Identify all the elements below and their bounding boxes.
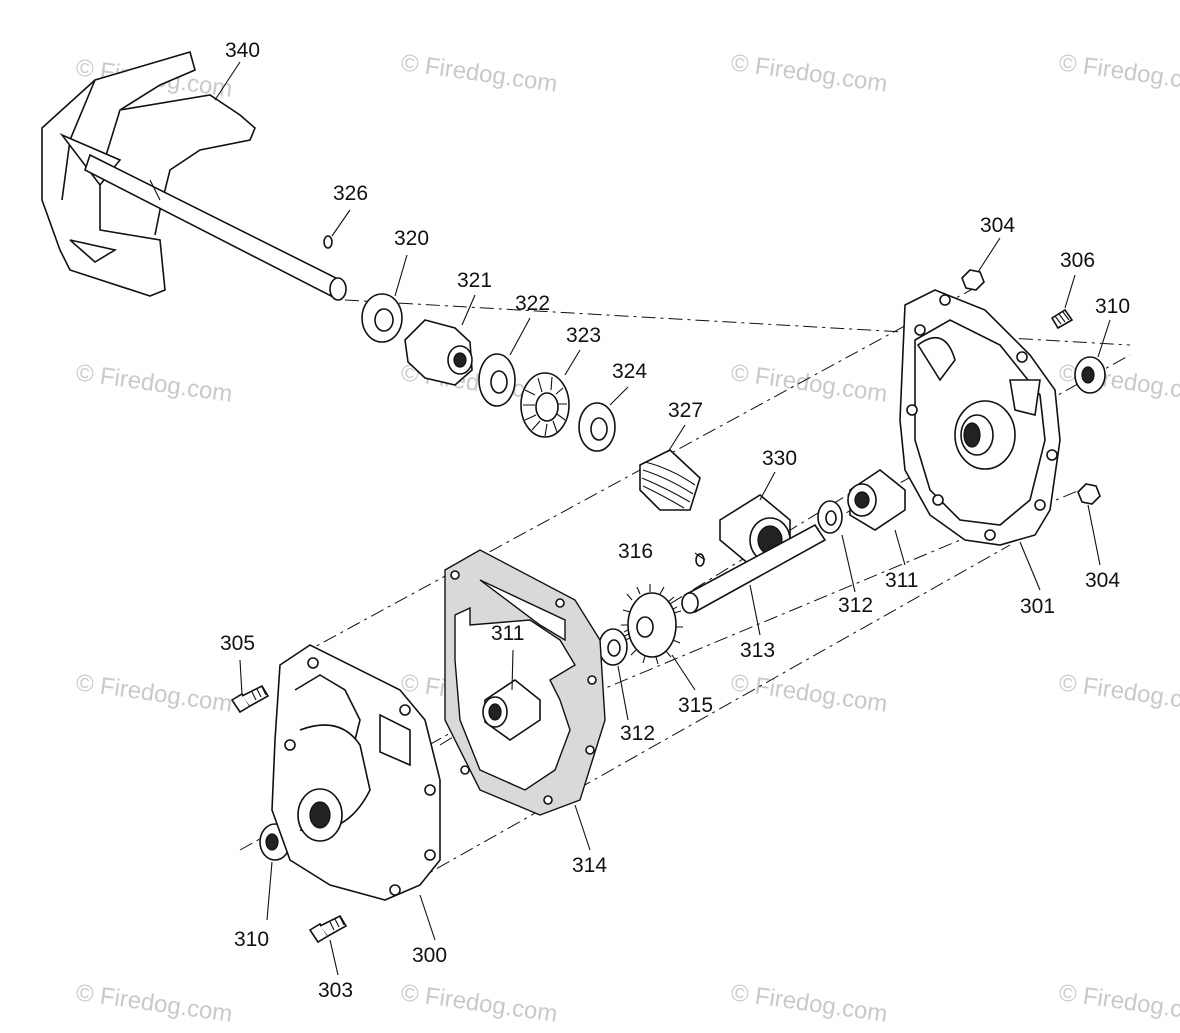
part-label-311-lower: 311: [491, 622, 524, 645]
part-label-312-upper: 312: [838, 594, 873, 617]
part-label-313: 313: [740, 639, 775, 662]
watermark: © Firedog.com: [74, 979, 234, 1028]
impeller-shaft-340: [41, 51, 347, 301]
washer-324: [578, 402, 616, 452]
key-316: [695, 553, 705, 567]
bearing-310-upper: [1074, 356, 1106, 394]
part-label-312-lower: 312: [620, 722, 655, 745]
part-label-304-upper: 304: [980, 214, 1015, 237]
part-label-303: 303: [318, 979, 353, 1002]
part-label-330: 330: [762, 447, 797, 470]
part-label-320: 320: [394, 227, 429, 250]
housing-300: [271, 644, 441, 901]
housing-301: [899, 289, 1061, 546]
watermark: © Firedog.com: [729, 669, 889, 718]
washer-312-lower: [598, 628, 628, 666]
part-label-323: 323: [566, 324, 601, 347]
worm-327: [639, 449, 701, 511]
key-326: [323, 235, 333, 249]
nut-304-lower: [1077, 483, 1101, 505]
axis-line-bolt-lower: [389, 544, 1011, 896]
washer-320: [361, 293, 403, 343]
watermark: © Firedog.com: [1057, 49, 1180, 98]
shaft-313: [681, 523, 827, 614]
part-label-311-upper: 311: [885, 569, 918, 592]
part-label-306: 306: [1060, 249, 1095, 272]
watermark: © Firedog.com: [729, 359, 889, 408]
gasket-314: [444, 549, 606, 816]
part-labels: 340 326 320 321 322 323 324 327 330 304 …: [220, 39, 1130, 1002]
part-label-322: 322: [515, 292, 550, 315]
gear-315: [621, 584, 683, 665]
washer-322: [478, 353, 516, 407]
part-label-321: 321: [457, 269, 492, 292]
part-label-340: 340: [225, 39, 260, 62]
watermark: © Firedog.com: [1057, 979, 1180, 1028]
part-label-310-upper: 310: [1095, 295, 1130, 318]
part-label-326: 326: [333, 182, 368, 205]
watermark: © Firedog.com: [74, 359, 234, 408]
part-label-314: 314: [572, 854, 607, 877]
part-label-324: 324: [612, 360, 647, 383]
part-label-316: 316: [618, 540, 653, 563]
part-label-304-lower: 304: [1085, 569, 1120, 592]
watermark: © Firedog.com: [729, 979, 889, 1028]
washer-312-upper: [817, 500, 843, 534]
part-label-305: 305: [220, 632, 255, 655]
leader-lines: [214, 61, 1111, 976]
watermark: © Firedog.com: [399, 49, 559, 98]
bearing-311-lower: [482, 679, 541, 741]
thrust-bearing-323: [520, 372, 570, 438]
part-label-300: 300: [412, 944, 447, 967]
watermark: © Firedog.com: [399, 979, 559, 1028]
part-label-315: 315: [678, 694, 713, 717]
watermark: © Firedog.com: [74, 669, 234, 718]
part-label-327: 327: [668, 399, 703, 422]
bolt-303: [308, 914, 348, 944]
watermark: © Firedog.com: [1057, 669, 1180, 718]
bearing-321: [404, 319, 473, 386]
watermark: © Firedog.com: [1057, 359, 1180, 408]
part-label-301: 301: [1020, 595, 1055, 618]
bearing-311-upper: [847, 469, 906, 531]
set-screw-306: [1050, 308, 1074, 330]
nut-304-upper: [961, 269, 985, 291]
bolt-305: [230, 684, 270, 714]
part-label-310-lower: 310: [234, 928, 269, 951]
watermark: © Firedog.com: [729, 49, 889, 98]
